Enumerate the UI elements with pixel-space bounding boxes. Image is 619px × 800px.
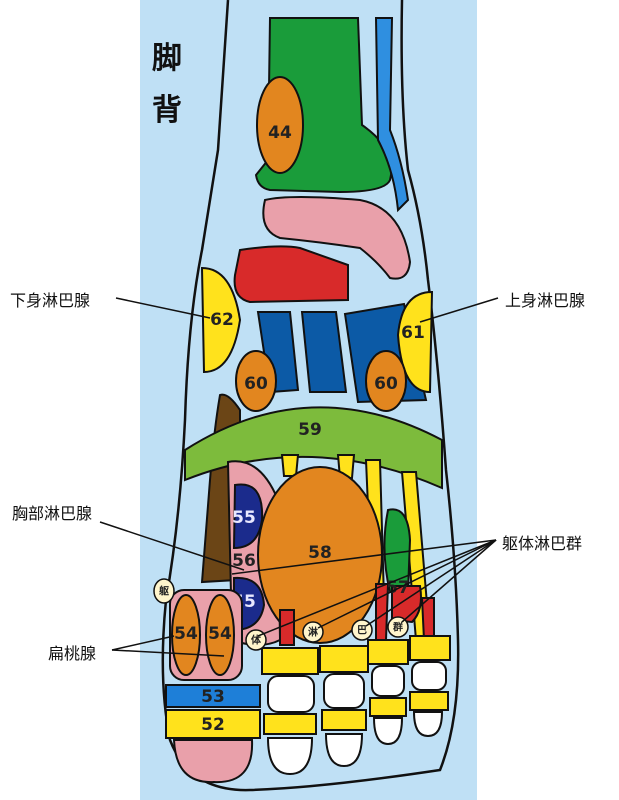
zone-44 — [256, 76, 304, 174]
leader-chest — [99, 521, 245, 571]
zone-54-left-label: 54 — [174, 624, 198, 644]
leader-lower-body — [115, 297, 211, 319]
svg-text:体: 体 — [251, 634, 262, 647]
title-char-2: 背 — [152, 93, 182, 128]
toe-4 — [367, 639, 409, 746]
zone-44-label: 44 — [268, 123, 292, 143]
label-lower-body-lymph: 下身淋巴腺 — [10, 291, 91, 310]
red-base-4 — [279, 609, 295, 646]
toe-2 — [261, 647, 319, 776]
svg-text:巴: 巴 — [357, 625, 367, 637]
zone-58-label: 58 — [308, 543, 332, 563]
toe-5 — [409, 635, 451, 738]
svg-text:群: 群 — [393, 621, 403, 634]
label-chest-lymph: 胸部淋巴腺 — [12, 504, 93, 523]
leader-tonsil-1 — [111, 635, 175, 651]
zone-52-label: 52 — [201, 715, 225, 735]
zone-53 — [165, 684, 261, 708]
marker-lin: 淋 — [302, 621, 324, 643]
big-toe-nail — [172, 739, 254, 784]
marker-qu: 躯 — [153, 578, 175, 604]
zone-61 — [396, 290, 434, 394]
zone-55-top-label: 55 — [232, 508, 256, 528]
leader-trunk-5 — [401, 539, 497, 623]
zone-61-label: 61 — [401, 323, 425, 343]
zone-ankle-pink — [262, 196, 412, 280]
zone-53-label: 53 — [201, 687, 225, 707]
leader-upper-body — [419, 297, 499, 323]
zone-60-right — [365, 350, 407, 412]
svg-text:淋: 淋 — [308, 626, 318, 639]
zone-60-right-label: 60 — [374, 374, 398, 394]
zone-54-right-label: 54 — [208, 624, 232, 644]
label-tonsils: 扁桃腺 — [48, 644, 97, 663]
zone-52 — [165, 709, 261, 739]
zone-59 — [184, 406, 443, 490]
toe-3 — [319, 645, 369, 768]
zone-blue-2 — [300, 311, 348, 393]
svg-text:躯: 躯 — [158, 585, 169, 598]
zone-56-label: 56 — [232, 551, 256, 571]
leader-trunk-4 — [365, 539, 497, 627]
leader-trunk-2 — [257, 539, 497, 637]
foot-outline — [161, 0, 460, 792]
title-char-1: 脚 — [152, 41, 182, 76]
leader-trunk-3 — [317, 539, 497, 629]
zone-shin-blue — [374, 17, 410, 213]
zone-62-label: 62 — [210, 310, 234, 330]
zone-60-left — [235, 350, 277, 412]
zone-60-left-label: 60 — [244, 374, 268, 394]
leader-trunk-1 — [231, 539, 497, 575]
label-upper-body-lymph: 上身淋巴腺 — [505, 291, 586, 310]
label-trunk-lymph-group: 躯体淋巴群 — [502, 534, 583, 553]
leader-tonsil-2 — [111, 649, 225, 657]
zone-red-tarsal — [233, 245, 349, 304]
zone-62 — [200, 266, 242, 374]
zone-59-label: 59 — [298, 420, 322, 440]
